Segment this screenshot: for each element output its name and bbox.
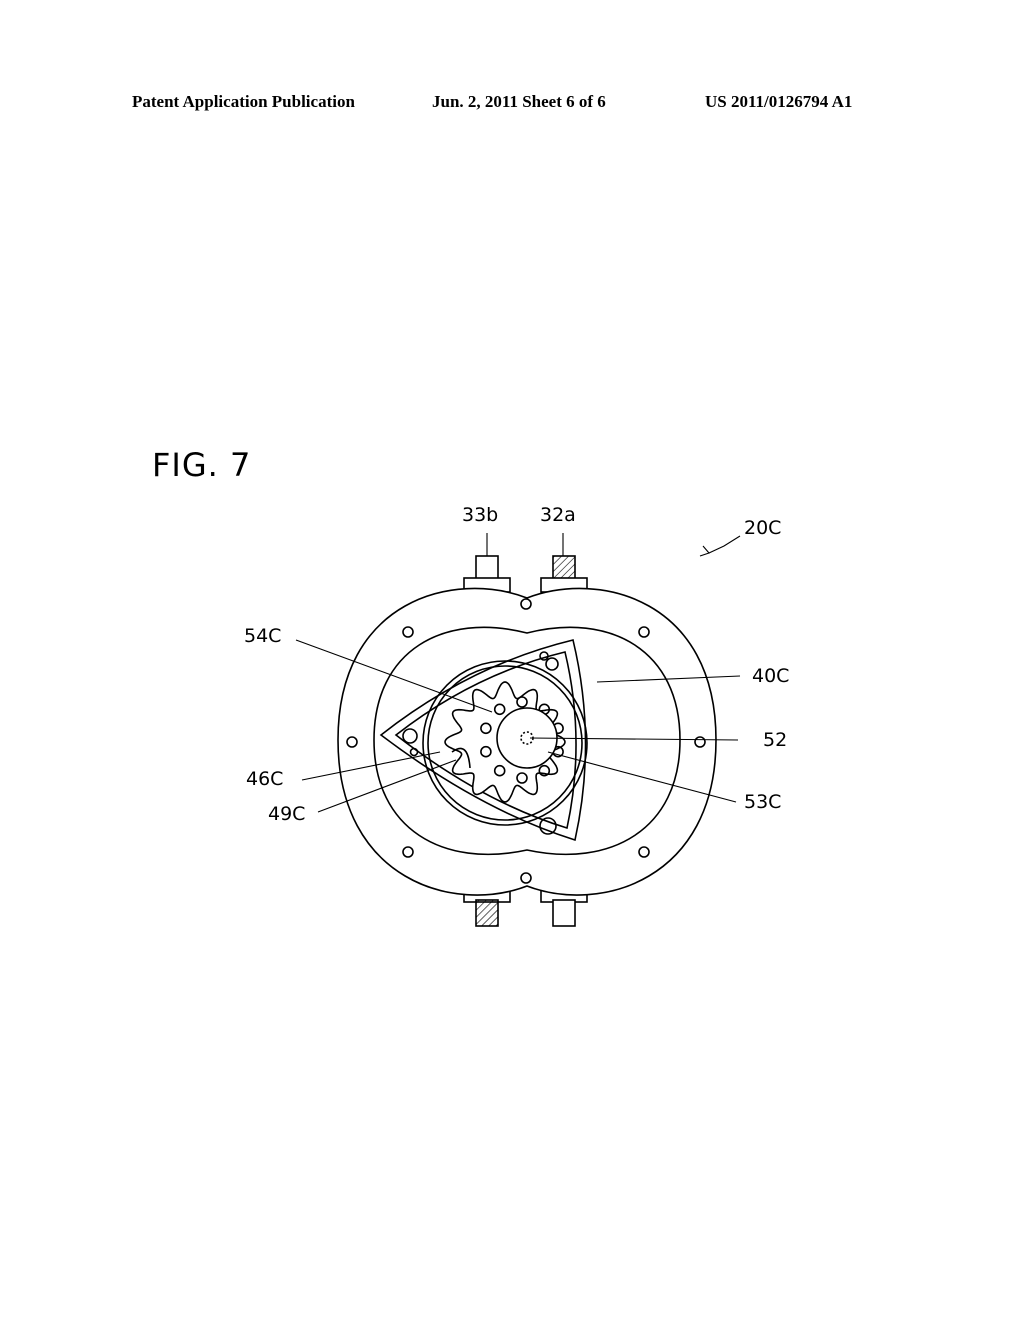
page-header: Patent Application Publication Jun. 2, 2… [0,88,1024,116]
top-ports [463,555,588,593]
trochoid-bore [373,626,681,856]
publication-type: Patent Application Publication [132,92,355,111]
housing-bolt-holes [346,598,706,884]
label-53C: 53C [744,791,781,813]
gear-49C-mark [451,747,471,769]
gear-hole [493,764,506,777]
gear-hole [516,696,528,708]
rotor-holes [402,651,559,835]
label-46C: 46C [246,768,283,790]
label-32a: 32a [540,504,576,526]
gear-hole [480,745,492,758]
leader-lines [295,533,741,813]
label-49C: 49C [268,803,305,825]
publication-date-sheet: Jun. 2, 2011 Sheet 6 of 6 [432,92,606,111]
label-20C: 20C [744,517,781,539]
figure-title: FIG. 7 [152,446,252,484]
internal-gear-outer [422,660,588,826]
gear-hole [516,772,528,784]
label-52: 52 [763,729,787,751]
label-54C: 54C [244,625,281,647]
publication-number: US 2011/0126794 A1 [705,92,853,111]
internal-gear-inner [427,665,583,821]
label-33b: 33b [462,504,498,526]
gear-hole [538,764,551,777]
gear-hole [480,722,492,735]
gear-hole [493,703,506,716]
label-40C: 40C [752,665,789,687]
